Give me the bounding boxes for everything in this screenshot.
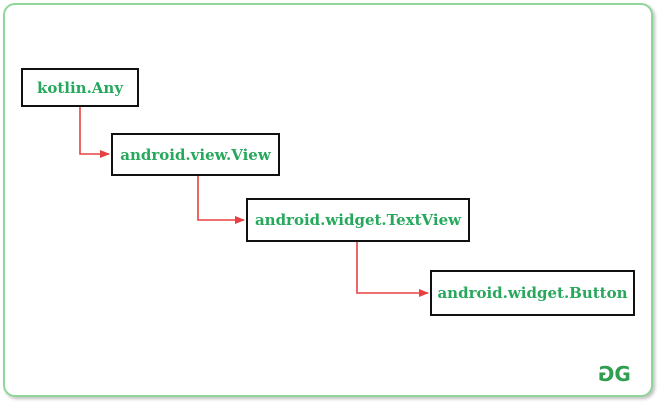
edge-kotlin-any-to-view	[79, 107, 110, 158]
node-android-textview: android.widget.TextView	[246, 198, 470, 242]
node-kotlin-any: kotlin.Any	[21, 68, 139, 107]
edge-view-to-textview	[197, 176, 245, 224]
node-android-view: android.view.View	[111, 133, 280, 176]
geeksforgeeks-logo-icon: GG	[603, 362, 631, 386]
node-android-button: android.widget.Button	[430, 270, 635, 316]
edge-textview-to-button	[356, 242, 429, 297]
